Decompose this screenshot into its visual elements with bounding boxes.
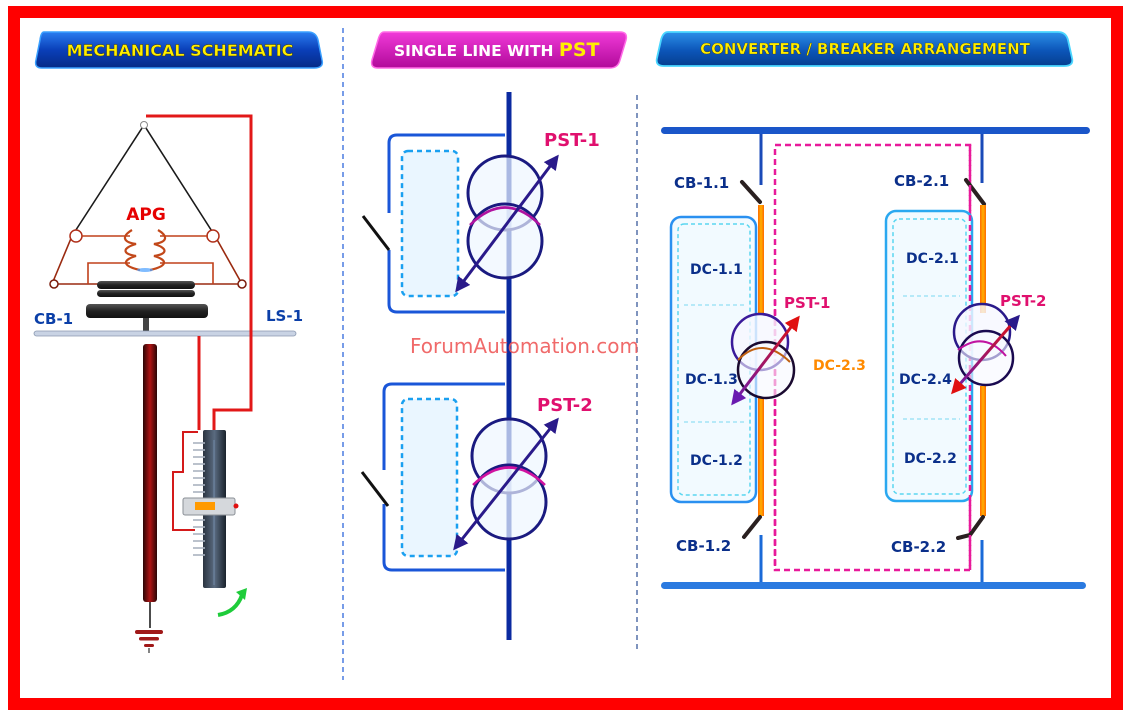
rotation-arrow-icon	[217, 594, 244, 617]
cb11-switch	[740, 180, 762, 204]
converter-title: CONVERTER / BREAKER ARRANGEMENT	[700, 40, 1031, 58]
dc13-label: DC-1.3	[685, 372, 738, 388]
tap-changer	[172, 430, 239, 588]
pst2-transformer-icon	[453, 417, 559, 551]
cb21-switch	[964, 178, 986, 206]
pst1-bypass-box	[400, 149, 460, 298]
top-bus	[661, 127, 1090, 134]
mechanical-title: MECHANICAL SCHEMATIC	[67, 41, 294, 60]
apg-coil	[123, 229, 167, 272]
ls1-label: LS-1	[266, 307, 303, 325]
left-branch-upper	[758, 205, 764, 315]
pst1-label: PST-1	[544, 130, 600, 151]
contact-disc-lower	[86, 304, 208, 318]
watermark: ForumAutomation.com	[410, 334, 639, 358]
cb11-label: CB-1.1	[674, 174, 729, 192]
right-branch-lower	[980, 386, 986, 516]
panel-converter: CONVERTER / BREAKER ARRANGEMENT	[655, 31, 1090, 589]
operating-stem	[143, 318, 149, 334]
panel-mechanical-schematic: MECHANICAL SCHEMATIC APG CB-1 LS-1	[33, 31, 324, 653]
converter-pst1-label: PST-1	[784, 294, 831, 312]
cb21-label: CB-2.1	[894, 172, 949, 190]
ls-feed-wire	[146, 114, 253, 430]
mechanical-title-banner: MECHANICAL SCHEMATIC	[34, 31, 324, 69]
coil-wiring	[82, 235, 214, 284]
single-line-title-banner: SINGLE LINE WITH PST	[370, 31, 628, 69]
dc11-label: DC-1.1	[690, 262, 743, 278]
apex-node	[140, 121, 148, 129]
cb22-label: CB-2.2	[891, 538, 946, 556]
cb12-label: CB-1.2	[676, 537, 731, 555]
panel-single-line: SINGLE LINE WITH PST PST-1	[360, 31, 628, 640]
single-line-title: SINGLE LINE WITH PST	[394, 39, 600, 61]
grounding-rod	[143, 344, 157, 602]
apg-label: APG	[126, 205, 166, 225]
converter-pst2-icon	[951, 302, 1020, 395]
converter-title-banner: CONVERTER / BREAKER ARRANGEMENT	[655, 31, 1074, 67]
pst2-bypass	[360, 382, 505, 572]
dc12-label: DC-1.2	[690, 453, 743, 469]
cb12-switch	[742, 515, 762, 539]
pst2-label: PST-2	[537, 395, 593, 416]
contact-disc-upper	[97, 281, 195, 289]
dc21-label: DC-2.1	[906, 251, 959, 267]
apg-frame-upper	[71, 124, 216, 237]
left-branch-lower	[758, 398, 764, 516]
ground-icon	[135, 630, 163, 653]
converter-pst1-icon	[730, 312, 800, 406]
bypass-switch-1	[361, 215, 391, 251]
dc22-label: DC-2.2	[904, 451, 957, 467]
pst1-transformer-icon	[455, 154, 559, 293]
dc24-label: DC-2.4	[899, 372, 952, 388]
node-right	[206, 229, 220, 243]
contact-disc-middle	[97, 290, 195, 297]
bypass-switch-2	[360, 471, 390, 507]
right-branch-upper	[980, 205, 986, 313]
rotation-arrow-head	[236, 588, 247, 600]
dc23-label: DC-2.3	[813, 358, 866, 374]
converter-2-inner	[892, 218, 967, 495]
node-left	[69, 229, 83, 243]
pst2-bypass-box	[400, 397, 459, 558]
terminal-left	[49, 279, 59, 289]
cb1-label: CB-1	[34, 310, 73, 328]
mounting-plate	[33, 330, 297, 337]
terminal-right	[237, 279, 247, 289]
bottom-bus	[661, 582, 1086, 589]
converter-pst2-label: PST-2	[1000, 292, 1047, 310]
